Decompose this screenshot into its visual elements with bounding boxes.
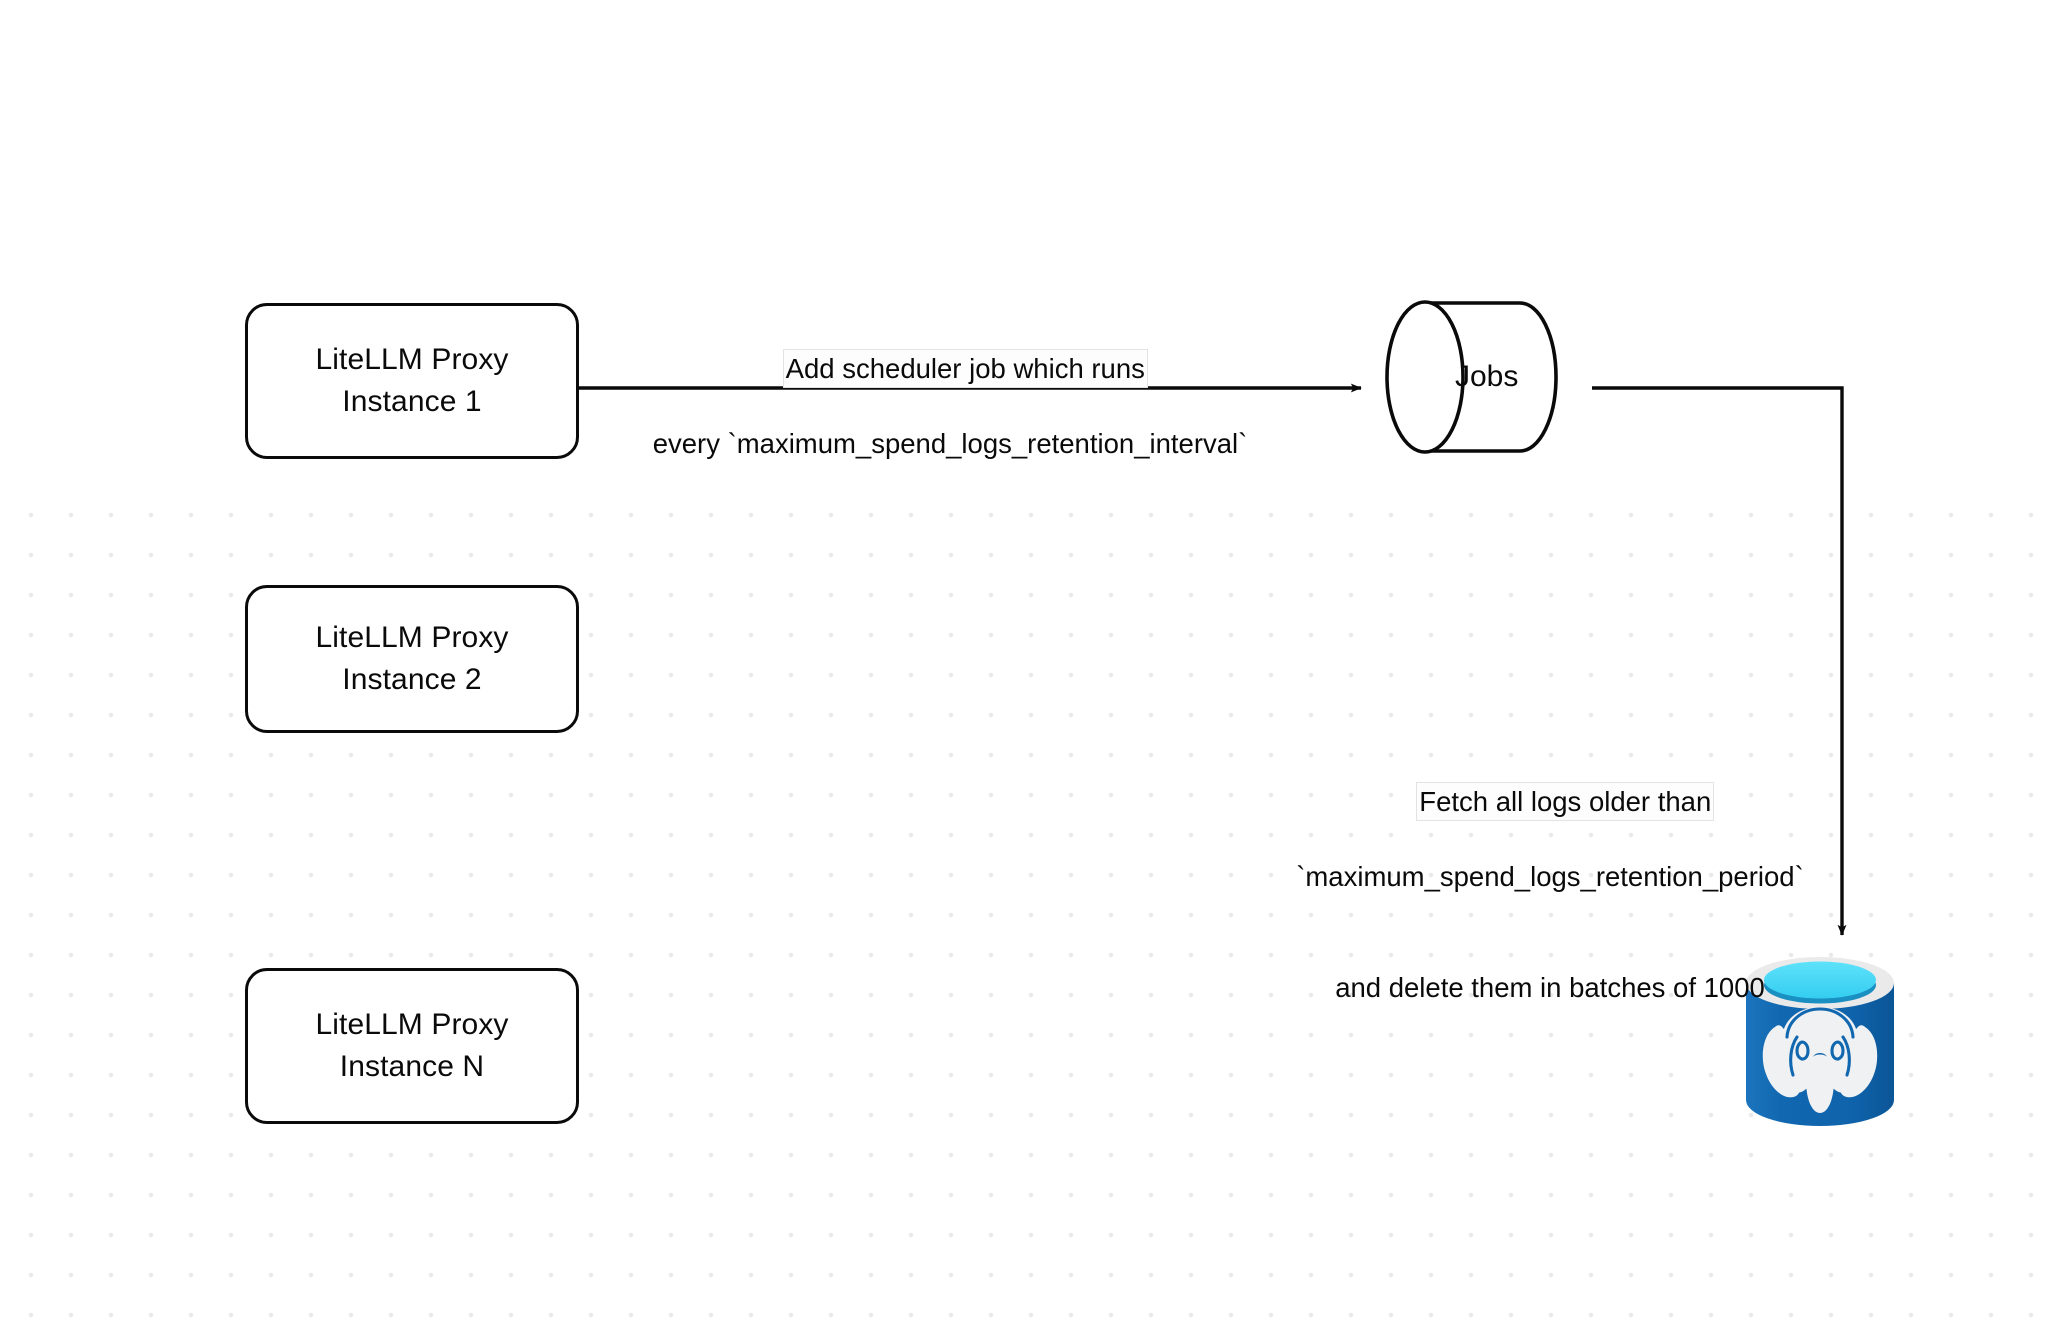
arrow-jobs-to-postgres [1592,386,1847,936]
pg-elephant [1762,1007,1878,1113]
node-label-line1: LiteLLM Proxy [315,343,509,376]
pg-elephant-detail [1785,1007,1855,1077]
node-label-line1: LiteLLM Proxy [315,1008,509,1041]
node-label-line2: Instance N [339,1050,485,1083]
node-label-line1: LiteLLM Proxy [315,621,509,654]
cylinder-left-face [1385,300,1465,454]
postgres-database-icon [1746,957,1894,1126]
node-label-line2: Instance 1 [342,385,482,418]
edge-jobs-to-postgres [1592,386,1847,936]
jobs-cylinder-shape [1385,300,1558,454]
pg-top-water [1764,961,1876,999]
node-label-line2: Instance 2 [342,663,482,696]
node-litellm-proxy-instance-n[interactable]: LiteLLM Proxy Instance N [245,968,579,1124]
node-litellm-proxy-instance-1[interactable]: LiteLLM Proxy Instance 1 [245,303,579,459]
node-litellm-proxy-instance-2[interactable]: LiteLLM Proxy Instance 2 [245,585,579,733]
node-jobs-label: Jobs [1455,360,1519,393]
